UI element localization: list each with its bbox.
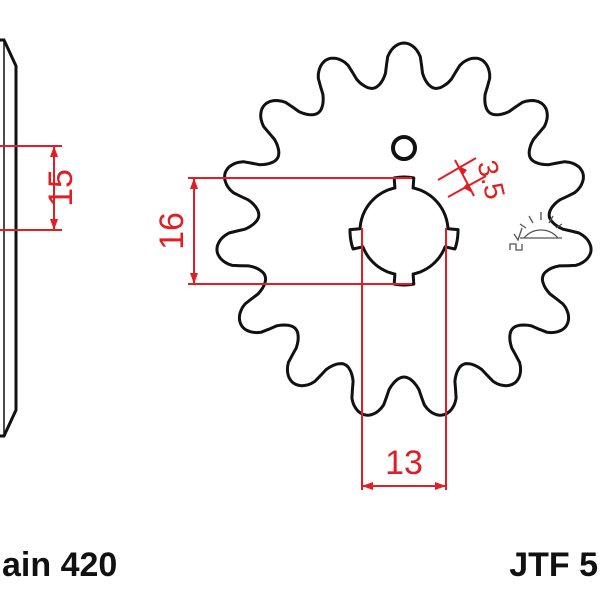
arrowhead [463, 183, 473, 193]
bore-height-label: 16 [153, 212, 191, 250]
part-number-label: JTF 5 [509, 546, 598, 584]
chain-size-label: ain 420 [2, 546, 118, 584]
arrowhead [457, 165, 467, 175]
arrowhead [190, 178, 198, 189]
spline-depth-dimension: 3.5 [437, 157, 511, 202]
surface-finish-icon [509, 212, 563, 251]
extension-line [437, 157, 477, 181]
side-view-outline [0, 38, 18, 438]
bore-height-dimension: 16 [153, 177, 412, 285]
hub-width-label: 15 [42, 169, 80, 207]
side-view: 15 [0, 38, 80, 438]
bore-width-label: 13 [385, 444, 423, 482]
arrowhead [190, 273, 198, 284]
bore-width-dimension: 13 [361, 228, 447, 490]
arrowhead [50, 146, 58, 157]
mounting-hole [391, 135, 417, 161]
front-view [215, 41, 593, 417]
arrowhead [50, 219, 58, 230]
arrowhead [362, 482, 373, 490]
arrowhead [435, 482, 446, 490]
